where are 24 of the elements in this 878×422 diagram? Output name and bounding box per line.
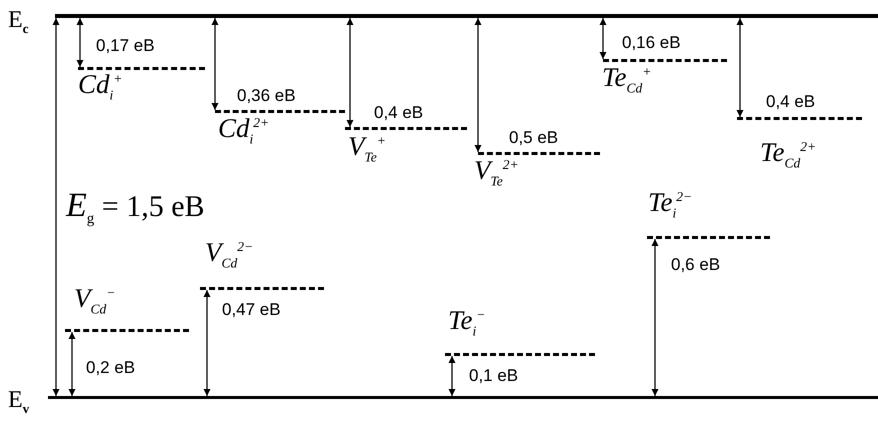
double-arrow xyxy=(448,356,456,396)
double-arrow xyxy=(204,290,210,396)
double-arrow xyxy=(68,332,76,396)
double-arrow xyxy=(652,239,658,396)
energy-level-line xyxy=(445,353,595,356)
energy-level-line xyxy=(78,67,205,70)
energy-level-line xyxy=(603,59,727,62)
double-arrow xyxy=(600,18,606,59)
band-label: E$_{v}$ xyxy=(8,388,30,415)
double-arrow xyxy=(736,18,744,117)
band-label: E$_{c}$ xyxy=(8,8,29,35)
double-arrow xyxy=(52,18,60,396)
double-arrow xyxy=(346,18,354,127)
energy-level-line xyxy=(478,152,600,155)
energy-level-line xyxy=(647,236,770,239)
energy-level-line xyxy=(215,110,345,113)
double-arrow xyxy=(474,18,482,152)
band-edge-line xyxy=(48,396,878,399)
energy-level-line xyxy=(200,287,324,290)
energy-level-line xyxy=(65,329,189,332)
double-arrow xyxy=(212,18,218,110)
energy-level-line xyxy=(345,127,467,130)
energy-level-line xyxy=(737,117,862,120)
double-arrow xyxy=(76,18,84,67)
